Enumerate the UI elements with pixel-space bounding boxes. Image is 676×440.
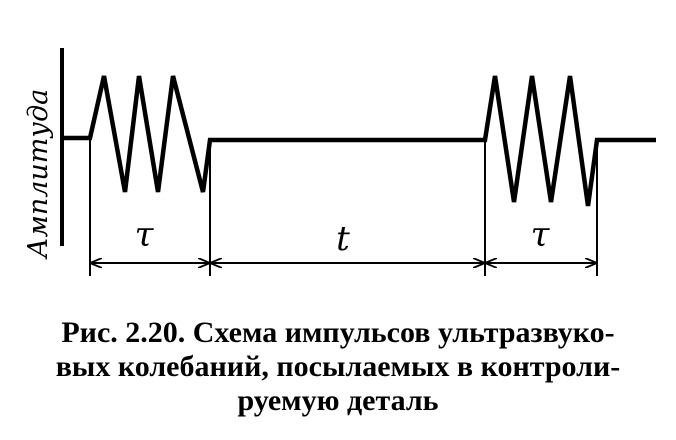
- caption-line: руемую деталь: [237, 384, 439, 417]
- label-t-gap: t: [336, 219, 350, 259]
- label-tau-left: τ: [135, 215, 155, 255]
- caption-line: Рис. 2.20. Схема импульсов ультразвуко-: [61, 316, 615, 349]
- axis-label-amplitude: Амплитуда: [23, 89, 54, 260]
- figure-caption: Рис. 2.20. Схема импульсов ультразвуко- …: [0, 316, 676, 418]
- caption-line: вых колебаний, посылаемых в контроли-: [55, 350, 621, 383]
- pulse-diagram: Амплитуда τ t τ: [23, 48, 656, 276]
- pulse-signal: [62, 75, 656, 207]
- label-tau-right: τ: [531, 215, 551, 255]
